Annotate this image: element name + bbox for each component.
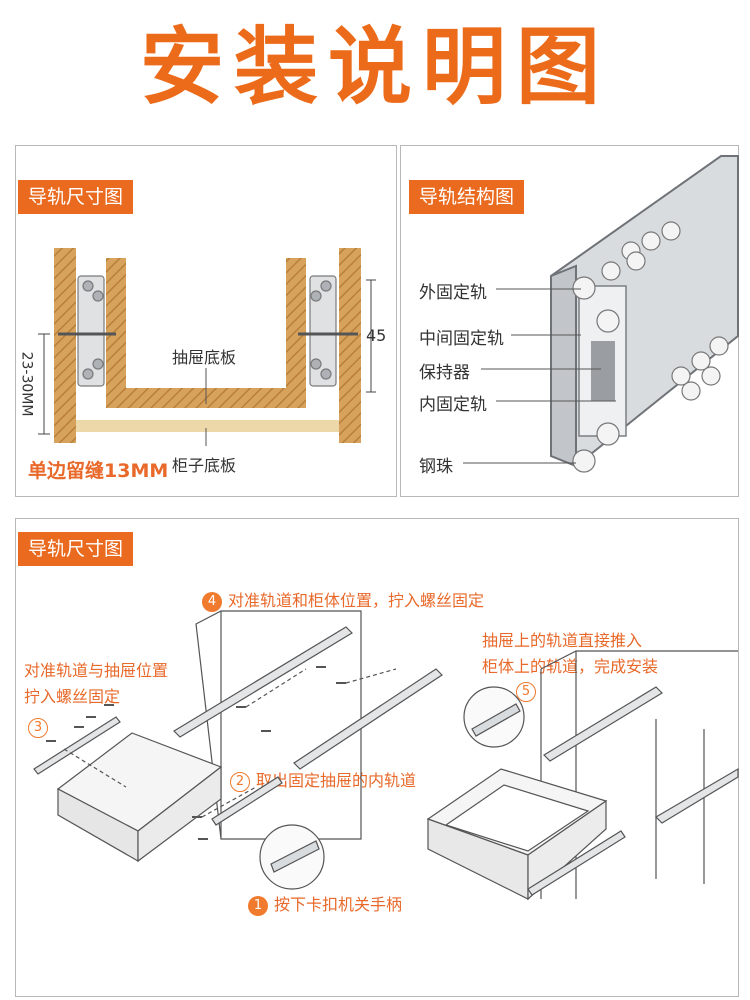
step4-number: 4 [202, 592, 222, 612]
step3-text-line1: 对准轨道与抽屉位置 [24, 661, 169, 680]
right-rail [298, 275, 358, 387]
part-label-middle: 中间固定轨 [419, 329, 504, 349]
cabinet-bottom-board [76, 420, 339, 432]
right-cabinet-rail [543, 686, 663, 762]
left-drawer [56, 732, 223, 863]
step3-text-line2: 拧入螺丝固定 [24, 687, 121, 706]
gap-dimension-label: 23-30MM [18, 351, 35, 417]
right-drawer [426, 768, 608, 901]
step5-marker: 5 [516, 681, 542, 702]
step1-number: 1 [248, 896, 268, 916]
page-title: 安装说明图 [139, 18, 610, 116]
step3-number: 3 [28, 718, 48, 738]
cabinet-bottom-label: 柜子底板 [172, 456, 237, 475]
left-rail [58, 275, 116, 387]
part-label-ball: 钢珠 [419, 457, 453, 477]
drawer-rail [33, 716, 121, 775]
drawer-body [106, 258, 306, 408]
install-illustration [33, 610, 739, 901]
rail-structure-tag: 导轨结构图 [409, 180, 525, 214]
part-label-inner: 内固定轨 [419, 395, 487, 415]
step5-text-line2: 柜体上的轨道，完成安装 [482, 657, 659, 676]
step2-number: 2 [230, 772, 250, 792]
install-steps-tag: 导轨尺寸图 [18, 532, 134, 566]
height-dimension-label: 45 [366, 326, 387, 345]
left-cabinet [195, 610, 362, 840]
step5-text-line1: 抽屉上的轨道直接推入 [482, 631, 643, 650]
part-label-outer: 外固定轨 [419, 283, 487, 303]
rail-structure-diagram [463, 155, 739, 473]
step3-marker: 3 [28, 717, 54, 738]
cabinet-right-wall [339, 248, 361, 443]
rail-structure-panel: 导轨结构图 外固定轨 中间固定轨 保持器 内固定轨 钢珠 [400, 145, 739, 497]
cabinet-left-wall [54, 248, 76, 443]
cabinet-rails [173, 626, 443, 770]
step5-number: 5 [516, 682, 536, 702]
part-label-retainer: 保持器 [419, 363, 470, 383]
rail-size-diagram [38, 248, 376, 446]
drawer-bottom-label: 抽屉底板 [172, 348, 237, 367]
rail-size-panel: 导轨尺寸图 [15, 145, 397, 497]
rail-size-tag: 导轨尺寸图 [18, 180, 134, 214]
gap-note: 单边留缝13MM [28, 460, 169, 482]
